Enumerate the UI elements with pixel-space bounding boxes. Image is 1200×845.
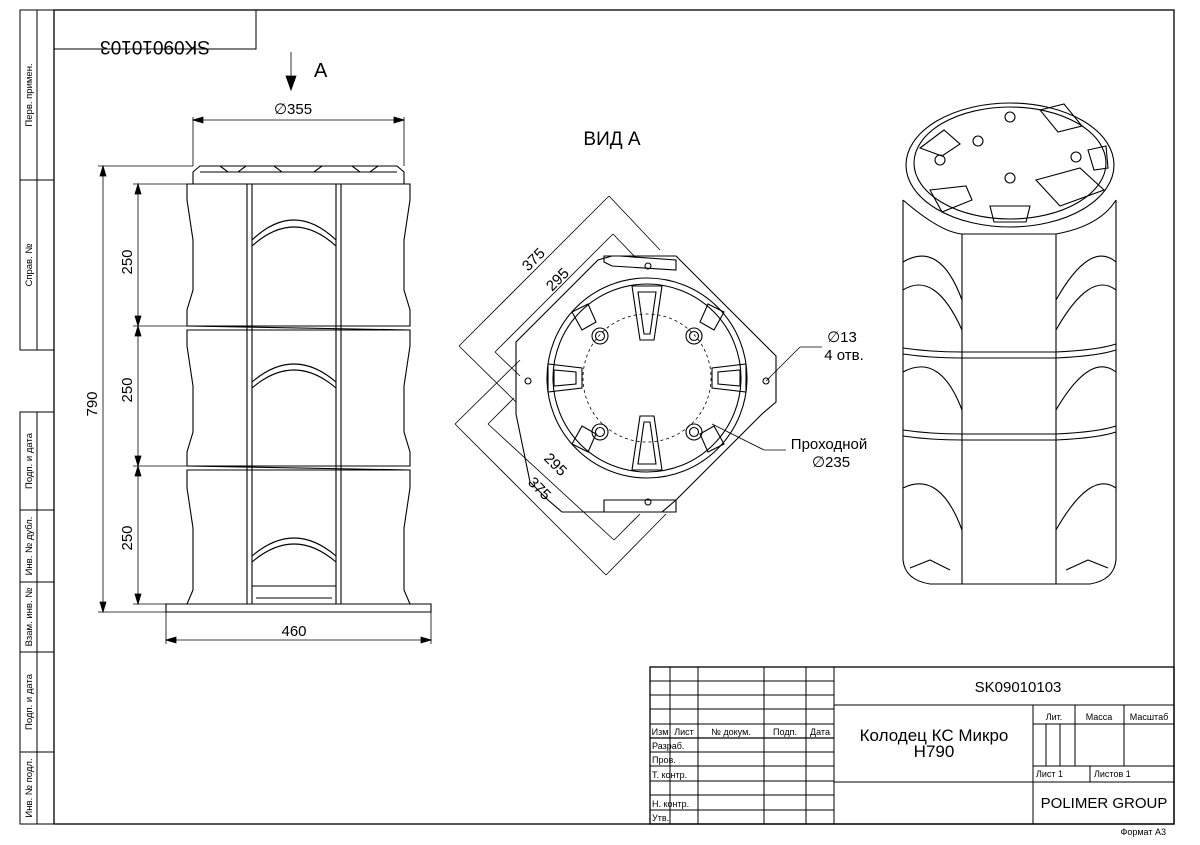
section-height-2: 250	[119, 377, 136, 402]
base-width-label: 460	[281, 623, 306, 640]
col-izm: Изм	[652, 727, 669, 737]
side-label-perv: Перв. примен.	[24, 63, 35, 126]
view-a-drawing	[515, 255, 777, 513]
side-label-podl: Инв. № подл.	[24, 758, 35, 817]
col-date: Дата	[810, 727, 830, 737]
side-label-sprav: Справ. №	[24, 243, 35, 286]
sheet-label: Лист 1	[1036, 769, 1063, 779]
view-arrow-label: А	[314, 60, 328, 82]
col-list: Лист	[674, 727, 694, 737]
col-docnum: № докум.	[711, 727, 751, 737]
masshtab-label: Масштаб	[1130, 712, 1169, 722]
company-label: POLIMER GROUP	[1041, 795, 1168, 812]
passage-label: Проходной	[791, 436, 867, 453]
row-razrab: Разраб.	[652, 741, 684, 751]
title-code: SK09010103	[975, 679, 1062, 696]
side-label-podp1: Подп. и дата	[24, 432, 35, 489]
dim-outer-top: 375	[519, 245, 549, 275]
row-tkontr: Т. контр.	[652, 770, 687, 780]
view-a-title: ВИД А	[583, 129, 640, 150]
side-label-podp2: Подп. и дата	[24, 673, 35, 730]
sheets-label: Листов 1	[1094, 769, 1131, 779]
row-nkontr: Н. контр.	[652, 799, 689, 809]
format-label: Формат А3	[1121, 827, 1166, 837]
holes-diameter-label: ∅13	[827, 329, 857, 346]
massa-label: Масса	[1086, 712, 1113, 722]
front-view-dimensions	[98, 52, 433, 644]
total-height-label: 790	[84, 391, 101, 416]
mirrored-code: SK09010103	[100, 36, 210, 57]
front-view	[165, 165, 432, 613]
side-label-dubl: Инв. № дубл.	[24, 517, 35, 576]
section-height-3: 250	[119, 525, 136, 550]
lit-label: Лит.	[1046, 712, 1063, 722]
side-label-vzam: Взам. инв. №	[24, 588, 35, 647]
side-labels: Перв. примен. Справ. № Подп. и дата Инв.…	[24, 63, 35, 817]
holes-count-label: 4 отв.	[824, 347, 864, 364]
passage-diameter-label: ∅235	[812, 454, 850, 471]
view-a-dimensions	[454, 195, 822, 576]
title-name-line1: Колодец КС Микро	[860, 726, 1009, 745]
row-prov: Пров.	[652, 755, 676, 765]
isometric-view	[902, 102, 1117, 585]
row-utv: Утв.	[652, 813, 669, 823]
col-sign: Подп.	[773, 727, 797, 737]
dim-inner-bottom: 295	[540, 450, 570, 480]
top-diameter-label: ∅355	[274, 101, 312, 118]
section-height-1: 250	[119, 249, 136, 274]
sheet-frame	[19, 9, 1175, 825]
title-name-line2: H790	[914, 742, 955, 761]
title-block	[649, 666, 1175, 825]
